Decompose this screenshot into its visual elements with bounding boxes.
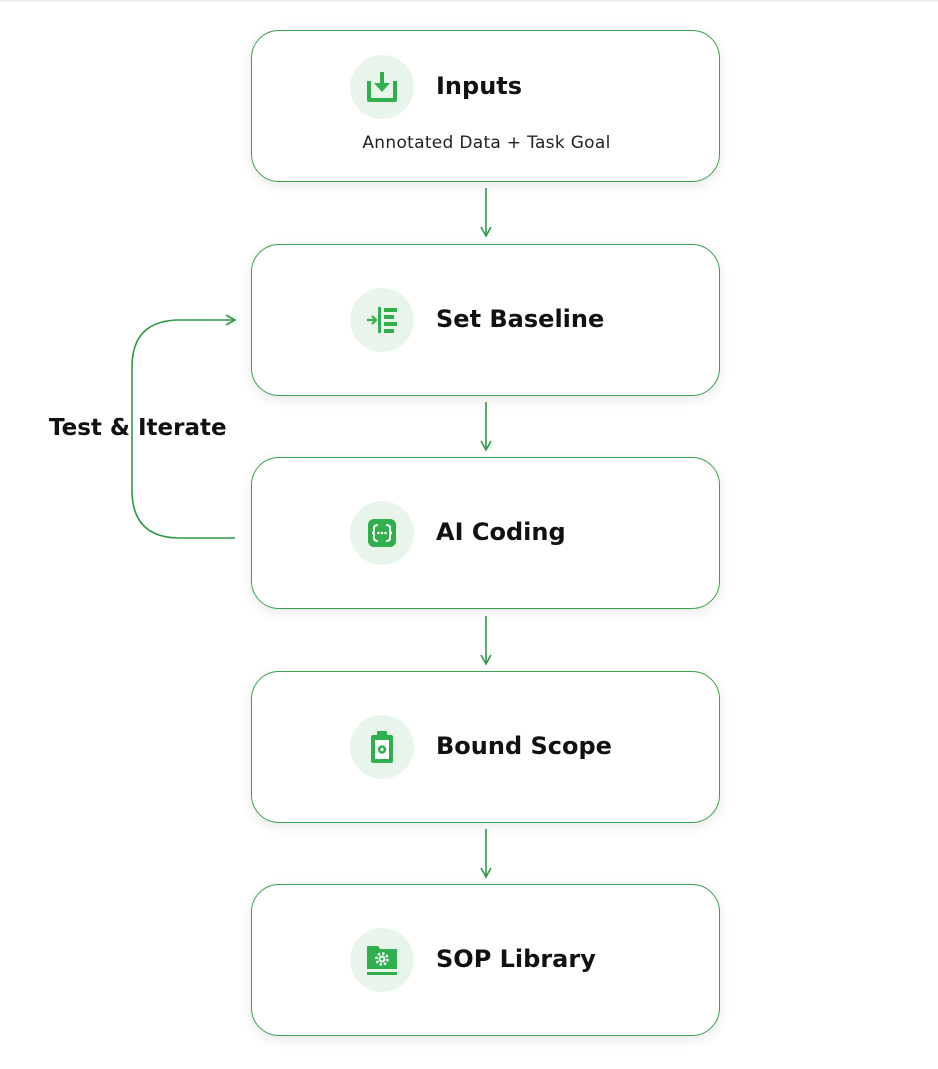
top-divider xyxy=(0,0,938,2)
step-card-sop-library: SOP Library xyxy=(251,884,720,1036)
step-title: Set Baseline xyxy=(436,305,605,333)
code-braces-icon xyxy=(350,501,414,565)
step-title: SOP Library xyxy=(436,945,596,973)
step-card-bound-scope: Bound Scope xyxy=(251,671,720,823)
step-title: AI Coding xyxy=(436,518,566,546)
step-card-inputs: Inputs Annotated Data + Task Goal xyxy=(251,30,720,182)
loop-label: Test & Iterate xyxy=(49,415,227,441)
loop-arrow-coding-to-baseline xyxy=(131,314,237,539)
indent-list-icon xyxy=(350,288,414,352)
step-card-set-baseline: Set Baseline xyxy=(251,244,720,396)
clipboard-icon xyxy=(350,715,414,779)
gear-folder-icon xyxy=(350,928,414,992)
step-title: Bound Scope xyxy=(436,732,612,760)
download-tray-icon xyxy=(350,55,414,119)
step-card-ai-coding: AI Coding xyxy=(251,457,720,609)
step-subtitle: Annotated Data + Task Goal xyxy=(362,133,611,153)
step-title: Inputs xyxy=(436,72,523,100)
